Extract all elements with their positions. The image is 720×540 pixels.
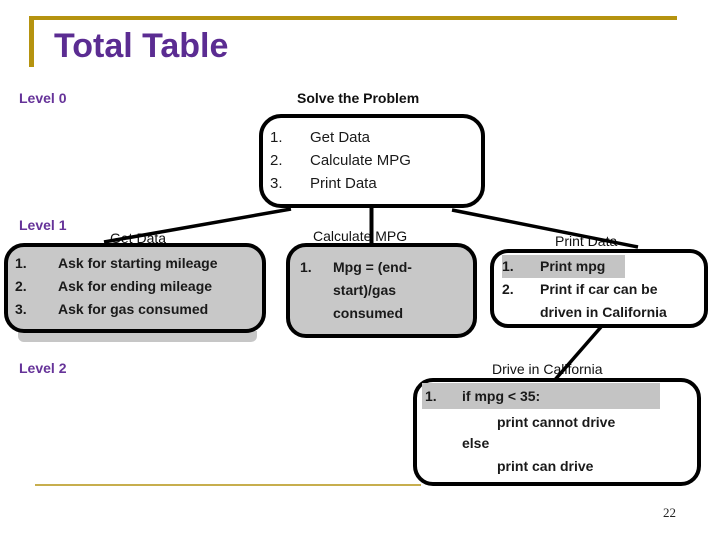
highlighted-list-item: 1. Print mpg	[502, 255, 625, 278]
slide-title: Total Table	[54, 27, 229, 65]
item-text: Print mpg	[540, 258, 606, 274]
item-number: 1.	[502, 258, 514, 274]
item-number: 1.	[300, 259, 312, 275]
drive-california-box: 1. if mpg < 35: print cannot drive else …	[413, 378, 701, 486]
connector-printdata-to-drive	[551, 325, 603, 384]
item-number: 2.	[502, 281, 514, 297]
code-line: print can drive	[497, 458, 594, 474]
level1-label: Level 1	[19, 217, 67, 233]
item-text: Ask for gas consumed	[58, 301, 209, 317]
get-data-box: 1. Ask for starting mileage 2. Ask for e…	[4, 243, 266, 333]
calculate-mpg-node-label: Calculate MPG	[313, 228, 408, 244]
print-data-node-label: Print Data	[555, 233, 618, 249]
connector-level0-to-printdata	[451, 208, 639, 249]
item-number: 1.	[270, 129, 283, 146]
item-text: Get Data	[310, 129, 371, 146]
list-item: 2. Calculate MPG	[270, 149, 481, 172]
code-text: if mpg < 35:	[462, 388, 541, 404]
item-number: 3.	[15, 301, 27, 317]
list-item: 3. Ask for gas consumed	[15, 298, 262, 321]
code-line: print cannot drive	[497, 414, 616, 430]
list-item: 3. Print Data	[270, 172, 481, 195]
item-text: Print Data	[310, 175, 377, 192]
item-number: 2.	[15, 278, 27, 294]
item-number: 1.	[425, 388, 437, 404]
drive-california-node-label: Drive in California	[492, 361, 603, 377]
solve-problem-heading: Solve the Problem	[297, 90, 420, 106]
list-item: 1. Ask for starting mileage	[15, 252, 262, 275]
top-gold-rule	[30, 16, 677, 20]
list-item: 2. Ask for ending mileage	[15, 275, 262, 298]
item-text: Ask for ending mileage	[58, 278, 213, 294]
list-item: 1. Get Data	[270, 126, 481, 149]
title-accent-bar	[29, 16, 34, 67]
get-data-box-shadow	[18, 331, 257, 342]
item-text: Calculate MPG	[310, 152, 411, 169]
level2-label: Level 2	[19, 360, 67, 376]
level0-label: Level 0	[19, 90, 67, 106]
bottom-gold-rule	[35, 484, 421, 486]
level0-box: 1. Get Data 2. Calculate MPG 3. Print Da…	[259, 114, 485, 208]
page-number: 22	[663, 505, 676, 520]
item-text: Ask for starting mileage	[58, 255, 218, 271]
item-number: 1.	[15, 255, 27, 271]
connector-level0-to-getdata	[103, 207, 292, 244]
item-number: 2.	[270, 152, 283, 169]
item-number: 3.	[270, 175, 283, 192]
code-line: else	[462, 435, 490, 451]
highlighted-code-line: 1. if mpg < 35:	[422, 383, 660, 409]
